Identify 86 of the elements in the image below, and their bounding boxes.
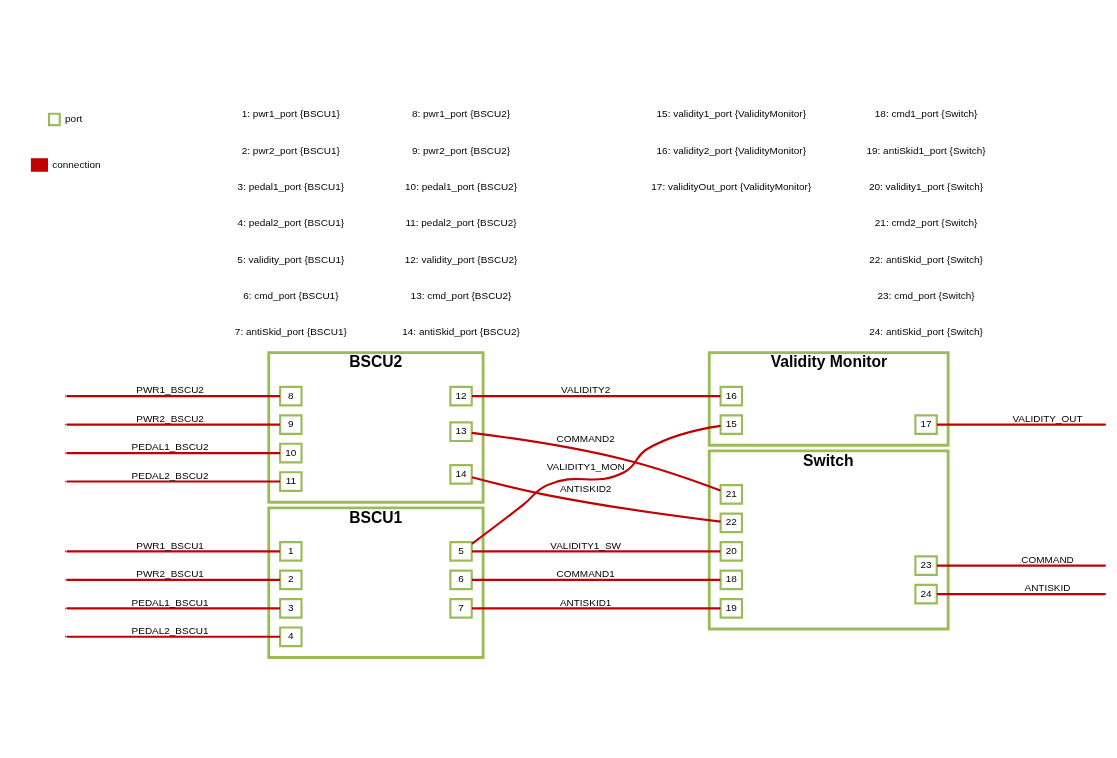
connector <box>936 593 1106 596</box>
node-box: 12 <box>449 385 473 407</box>
connector <box>66 578 281 581</box>
label: 8: pwr1_port {BSCU2} <box>411 108 511 120</box>
label: 16: validity2_port {ValidityMonitor} <box>656 144 807 156</box>
node-box: 1 <box>279 541 303 562</box>
edge-label: PEDAL2_BSCU1 <box>131 625 209 637</box>
edge-label: PEDAL1_BSCU1 <box>131 596 209 608</box>
connector <box>471 395 721 398</box>
label: 19: antiSkid1_port {Switch} <box>866 144 986 156</box>
label: 10: pedal1_port {BSCU2} <box>405 181 518 193</box>
connector <box>471 476 721 523</box>
connector <box>471 550 721 553</box>
edge-label: VALIDITY2 <box>561 384 611 396</box>
label: 9: pwr2_port {BSCU2} <box>411 144 511 156</box>
node-box: 4 <box>279 626 303 648</box>
connector <box>471 607 721 610</box>
legend-label: connection <box>52 158 101 170</box>
edge-label: PWR2_BSCU2 <box>136 412 204 424</box>
connector <box>66 395 281 398</box>
edge-label: VALIDITY1_SW <box>550 539 622 551</box>
label: 23: cmd_port {Switch} <box>877 290 975 302</box>
label: 11: pedal2_port {BSCU2} <box>405 217 517 229</box>
edge-label: VALIDITY_OUT <box>1012 412 1083 424</box>
label: 22: antiSkid_port {Switch} <box>869 253 983 265</box>
node-box: 9 <box>279 414 303 435</box>
connector <box>66 550 281 553</box>
connector <box>936 564 1106 567</box>
label: 24: antiSkid_port {Switch} <box>869 326 983 338</box>
node-box: 2 <box>279 569 303 591</box>
node-box: 19 <box>719 598 744 619</box>
node-box: 22 <box>719 512 744 534</box>
node-box: 8 <box>279 385 303 407</box>
node-box: 5 <box>449 541 473 562</box>
edge-label: ANTISKID <box>1024 582 1071 594</box>
connector <box>66 452 281 455</box>
node-box: 11 <box>279 471 303 492</box>
label: 7: antiSkid_port {BSCU1} <box>234 326 347 338</box>
edge-label: VALIDITY1_MON <box>546 460 625 472</box>
edge-label: ANTISKID1 <box>559 596 612 608</box>
connector <box>66 607 281 610</box>
node-box: 23 <box>914 555 938 576</box>
edge-label: PEDAL1_BSCU2 <box>131 441 209 453</box>
label: 1: pwr1_port {BSCU1} <box>241 108 340 120</box>
label: 4: pedal2_port {BSCU1} <box>237 217 345 229</box>
legend-label: port <box>65 113 83 125</box>
node-box: 17 <box>914 414 938 435</box>
label: 21: cmd2_port {Switch} <box>874 217 978 229</box>
label: 14: antiSkid_port {BSCU2} <box>402 326 520 338</box>
label: 3: pedal1_port {BSCU1} <box>237 181 345 193</box>
connector <box>471 578 721 581</box>
edge-label: COMMAND <box>1021 553 1074 565</box>
edge-label: PWR1_BSCU1 <box>136 539 204 551</box>
label: 2: pwr2_port {BSCU1} <box>241 144 340 156</box>
node-box: 6 <box>449 569 473 591</box>
label: 15: validity1_port {ValidityMonitor} <box>656 108 807 120</box>
label: 6: cmd_port {BSCU1} <box>243 290 339 302</box>
node-box: 18 <box>719 569 744 591</box>
node-box: 21 <box>719 484 744 505</box>
connector <box>936 423 1106 426</box>
label: 17: validityOut_port {ValidityMonitor} <box>651 181 812 193</box>
node-box: 10 <box>279 442 303 464</box>
edge-label: COMMAND1 <box>556 568 615 580</box>
label: 20: validity1_port {Switch} <box>869 181 984 193</box>
edge-label: PWR1_BSCU2 <box>136 384 204 396</box>
edge-label: ANTISKID2 <box>559 483 612 495</box>
node-box: 14 <box>449 464 473 485</box>
connector <box>66 635 281 638</box>
node-box: 3 <box>279 598 303 619</box>
edge-label: COMMAND2 <box>556 432 615 444</box>
label: 18: cmd1_port {Switch} <box>874 108 978 120</box>
node-box: 13 <box>449 421 473 443</box>
edge-label: PWR2_BSCU1 <box>136 568 204 580</box>
label: 12: validity_port {BSCU2} <box>404 253 518 265</box>
connector <box>471 431 721 492</box>
connector <box>66 480 281 483</box>
edge-label: PEDAL2_BSCU2 <box>131 469 209 481</box>
label: 13: cmd_port {BSCU2} <box>410 290 512 302</box>
node-box: 15 <box>719 414 744 435</box>
node-box: 24 <box>914 583 938 605</box>
node-box: 7 <box>449 598 473 619</box>
connector <box>66 423 281 426</box>
label: 5: validity_port {BSCU1} <box>237 253 345 265</box>
connector <box>471 424 721 545</box>
node-box: 16 <box>719 385 744 407</box>
node-box: 20 <box>719 541 744 562</box>
